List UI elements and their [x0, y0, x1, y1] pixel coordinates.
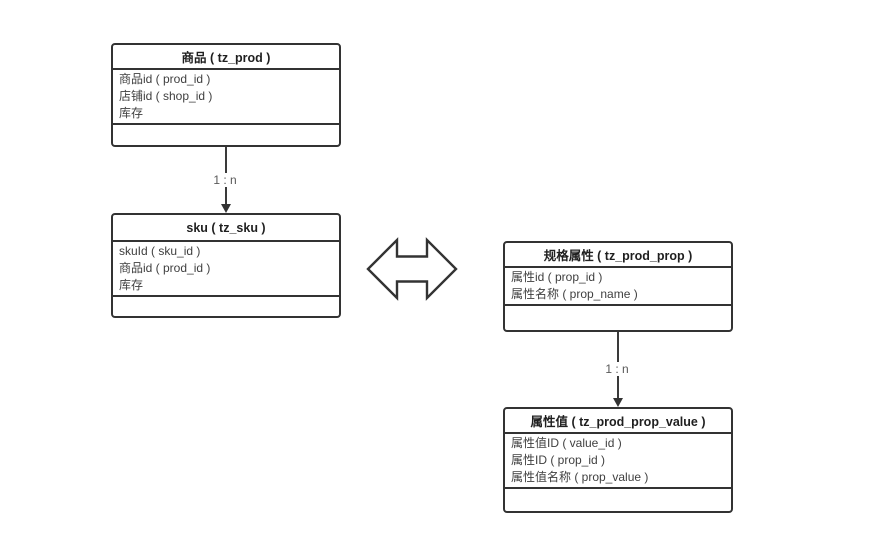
field-row: skuId ( sku_id )	[119, 244, 201, 258]
entity-footer-compartment	[113, 297, 339, 316]
entity-title-sku: sku ( tz_sku )	[113, 215, 339, 242]
entity-fields-prod-prop: 属性id ( prop_id ) 属性名称 ( prop_name )	[505, 268, 731, 306]
relation-label: 1 : n	[210, 173, 240, 187]
entity-table-sku: sku ( tz_sku ) skuId ( sku_id ) 商品id ( p…	[111, 213, 341, 318]
entity-footer-compartment	[505, 306, 731, 330]
field-row: 库存	[119, 106, 144, 120]
entity-table-prod: 商品 ( tz_prod ) 商品id ( prod_id ) 店铺id ( s…	[111, 43, 341, 147]
arrowhead-down-icon	[613, 398, 623, 407]
entity-title-prod: 商品 ( tz_prod )	[113, 45, 339, 70]
field-row: 属性值ID ( value_id )	[511, 436, 622, 450]
field-row: 店铺id ( shop_id )	[119, 89, 213, 103]
entity-footer-compartment	[505, 489, 731, 511]
entity-footer-compartment	[113, 125, 339, 145]
field-row: 属性值名称 ( prop_value )	[511, 470, 649, 484]
field-row: 库存	[119, 278, 144, 292]
arrowhead-down-icon	[221, 204, 231, 213]
entity-table-prod-prop: 规格属性 ( tz_prod_prop ) 属性id ( prop_id ) 属…	[503, 241, 733, 332]
double-arrow-icon	[366, 237, 458, 301]
entity-table-prod-prop-value: 属性值 ( tz_prod_prop_value ) 属性值ID ( value…	[503, 407, 733, 513]
field-row: 商品id ( prod_id )	[119, 261, 211, 275]
entity-fields-prod: 商品id ( prod_id ) 店铺id ( shop_id ) 库存	[113, 70, 339, 125]
field-row: 商品id ( prod_id )	[119, 72, 211, 86]
relation-label: 1 : n	[602, 362, 632, 376]
entity-fields-sku: skuId ( sku_id ) 商品id ( prod_id ) 库存	[113, 242, 339, 297]
field-row: 属性名称 ( prop_name )	[511, 287, 638, 301]
field-row: 属性ID ( prop_id )	[511, 453, 606, 467]
entity-title-prod-prop: 规格属性 ( tz_prod_prop )	[505, 243, 731, 268]
entity-fields-prod-prop-value: 属性值ID ( value_id ) 属性ID ( prop_id ) 属性值名…	[505, 434, 731, 489]
entity-title-prod-prop-value: 属性值 ( tz_prod_prop_value )	[505, 409, 731, 434]
field-row: 属性id ( prop_id )	[511, 270, 603, 284]
